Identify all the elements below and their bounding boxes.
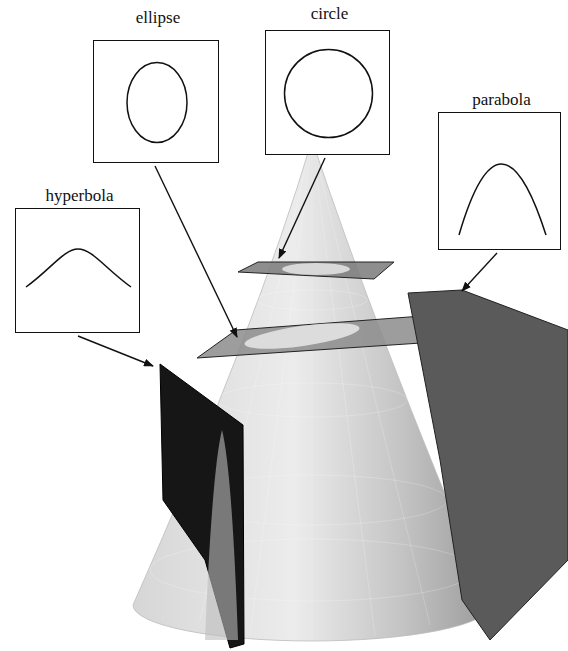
parabola-plane [408, 290, 568, 640]
curve-sketch [266, 31, 391, 156]
curve-name: circle [265, 4, 394, 24]
hyperbola-curve [26, 249, 131, 287]
ellipse-section [243, 318, 361, 354]
circle-curve [285, 50, 373, 138]
leader-arrows [78, 158, 497, 366]
curve-panel [438, 112, 561, 250]
inset-box: circle [265, 4, 394, 155]
hyperbola-section [205, 430, 238, 640]
curve-sketch [94, 41, 220, 164]
cone-mesh [150, 140, 474, 641]
curve-name: hyperbola [15, 186, 144, 206]
curve-sketch [439, 113, 562, 251]
curve-name: parabola [438, 90, 565, 110]
circle-section [282, 263, 350, 275]
inset-box: parabola [438, 90, 565, 250]
curve-panel [265, 30, 390, 155]
curve-name: ellipse [93, 8, 223, 28]
circle-plane [238, 262, 394, 279]
parabola-curve [459, 164, 546, 235]
ellipse-curve [127, 63, 187, 143]
inset-box: hyperbola [15, 186, 144, 333]
curve-panel [93, 40, 219, 163]
curve-panel [15, 208, 140, 333]
hyperbola-plane [160, 364, 244, 648]
inset-box: ellipse [93, 8, 223, 163]
curve-sketch [16, 209, 141, 334]
